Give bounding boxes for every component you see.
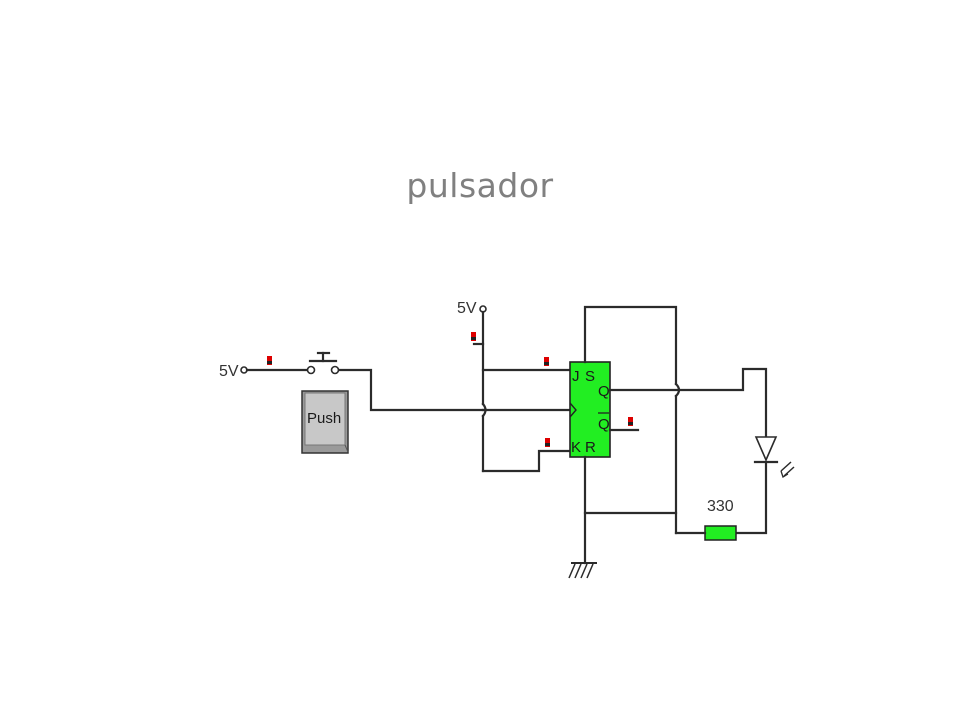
slide-title: pulsador	[406, 166, 554, 205]
source-label-left: 5V	[219, 363, 239, 380]
wire	[337, 368, 485, 412]
pin-q-label: Q	[598, 383, 610, 400]
ground-icon	[568, 562, 597, 579]
probe-marker-icon	[267, 356, 272, 365]
wire	[481, 449, 572, 473]
probe-marker-icon	[544, 357, 549, 366]
pin-r-label: R	[585, 439, 596, 456]
pin-k-label: K	[571, 439, 581, 456]
resistor[interactable]	[704, 525, 737, 541]
jk-flipflop[interactable]: J S Q Q K R	[569, 361, 611, 458]
push-button[interactable]: Push	[301, 390, 349, 454]
push-button-label: Push	[307, 410, 341, 427]
probe-marker-icon	[628, 417, 633, 426]
pin-s-label: S	[585, 368, 595, 385]
led-icon	[753, 436, 795, 478]
wire	[608, 367, 768, 439]
wire	[583, 305, 678, 386]
pin-j-label: J	[572, 368, 580, 385]
pin-qbar-label: Q	[598, 416, 610, 433]
resistor-value-label: 330	[707, 498, 734, 515]
wire	[734, 460, 768, 535]
source-label-top: 5V	[457, 300, 477, 317]
probe-marker-icon	[545, 438, 550, 447]
probe-marker-icon	[471, 332, 476, 341]
push-switch[interactable]	[306, 351, 340, 375]
